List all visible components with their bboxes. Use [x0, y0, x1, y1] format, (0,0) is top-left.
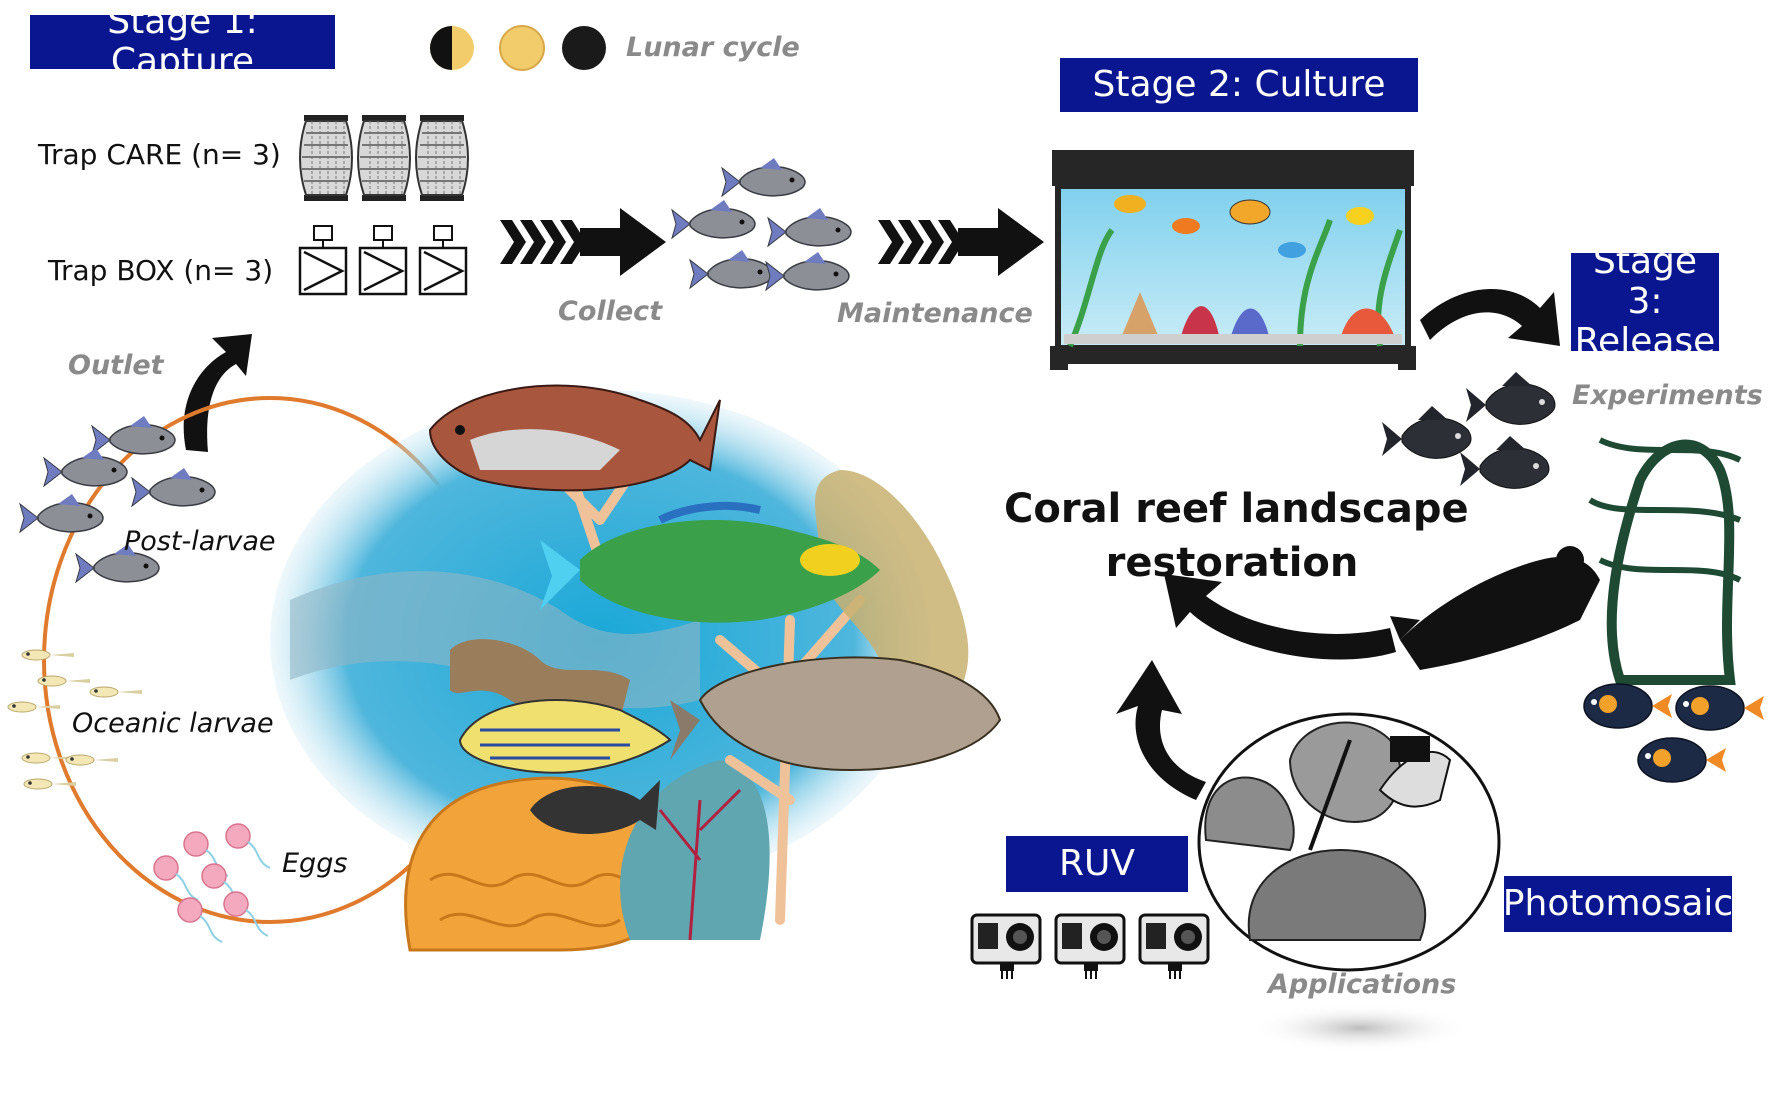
fish-icon [428, 384, 1002, 834]
stage-3-line1: Stage 3: [1592, 240, 1698, 322]
egg-icon [153, 823, 271, 943]
trap-box-icon [298, 224, 468, 296]
eggs-label: Eggs [282, 848, 348, 879]
collect-label: Collect [558, 296, 663, 327]
diver-icon [1390, 437, 1742, 685]
moon-phase-icon [430, 25, 606, 71]
aquarium-icon [1050, 150, 1416, 370]
curved-arrow-icon [183, 288, 1560, 800]
maintenance-label: Maintenance [837, 298, 1033, 329]
fish-icon [671, 157, 852, 291]
center-title-line1: Coral reef landscape [1004, 486, 1469, 532]
trap-box-label: Trap BOX (n= 3) [48, 254, 274, 287]
stage-3-line2: Release [1574, 321, 1716, 363]
camera-icon [970, 913, 1210, 981]
lunar-cycle-label: Lunar cycle [626, 32, 800, 63]
post-larvae-label: Post-larvae [124, 526, 276, 557]
stage-1-capture-label: Stage 1: Capture [30, 1, 335, 82]
oceanic-larvae-label: Oceanic larvae [72, 708, 274, 739]
fish-icon [1583, 683, 1765, 783]
trap-care-label: Trap CARE (n= 3) [38, 138, 281, 171]
outlet-label: Outlet [68, 350, 164, 381]
ruv-text: RUV [1059, 842, 1135, 884]
stage-2-text: Stage 2: Culture [1092, 63, 1386, 105]
photomosaic-text: Photomosaic [1502, 882, 1734, 924]
stage-1-text: Stage 1: Capture [107, 0, 258, 82]
ruv-label: RUV [1006, 836, 1188, 892]
applications-label: Applications [1268, 969, 1457, 1000]
center-title-line2: restoration [1105, 540, 1359, 586]
photomosaic-label: Photomosaic [1502, 876, 1734, 932]
photomosaic-scene [1197, 712, 1501, 1052]
stage-3-release-label: Stage 3: Release [1571, 241, 1719, 362]
experiments-label: Experiments [1572, 380, 1763, 411]
stage-2-culture-label: Stage 2: Culture [1060, 58, 1418, 112]
trap-care-icon [299, 114, 469, 202]
fish-icon [1381, 371, 1556, 489]
center-title: Coral reef landscape restoration [1004, 486, 1469, 586]
